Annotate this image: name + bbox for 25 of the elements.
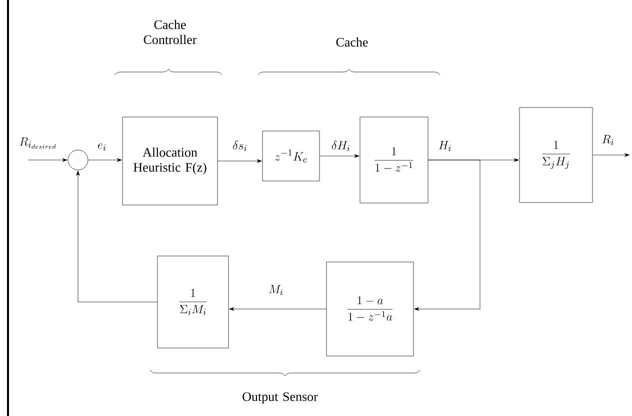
block: $\frac{1}{1-z^{-1}}$	[360, 116, 428, 204]
block: $\frac{1}{\Sigma_j H_j}$	[519, 107, 593, 203]
block: Allocation Heuristic F(z)	[122, 116, 218, 206]
arrow	[218, 159, 262, 163]
arrow	[28, 158, 68, 162]
group-label: Cache Controller	[144, 20, 197, 44]
edge-label: $\delta H_i$	[332, 140, 350, 152]
arrow	[320, 154, 360, 158]
edge-label: $\delta s_i$	[233, 140, 246, 152]
edge-label: $M_i$	[269, 285, 283, 296]
summing-junction	[68, 150, 88, 170]
arrow	[229, 307, 326, 311]
arrow	[88, 158, 122, 162]
group-label: Output Sensor	[242, 392, 318, 404]
edge-label: $R_i$	[602, 135, 614, 146]
arrow	[592, 153, 630, 157]
block: $z^{-1} K_c$	[262, 130, 320, 182]
edge-label: $H_i$	[438, 141, 451, 152]
block: $\frac{1-a}{1-z^{-1}a}$	[326, 262, 414, 356]
group-label: Cache	[336, 37, 368, 47]
arrow	[76, 170, 158, 302]
edge-label: $R_{i_{desired}}$	[20, 137, 56, 149]
edge-label: $e_i$	[98, 143, 106, 151]
arrow	[414, 160, 480, 311]
block: $\frac{1}{\Sigma_i M_i}$	[157, 256, 229, 348]
